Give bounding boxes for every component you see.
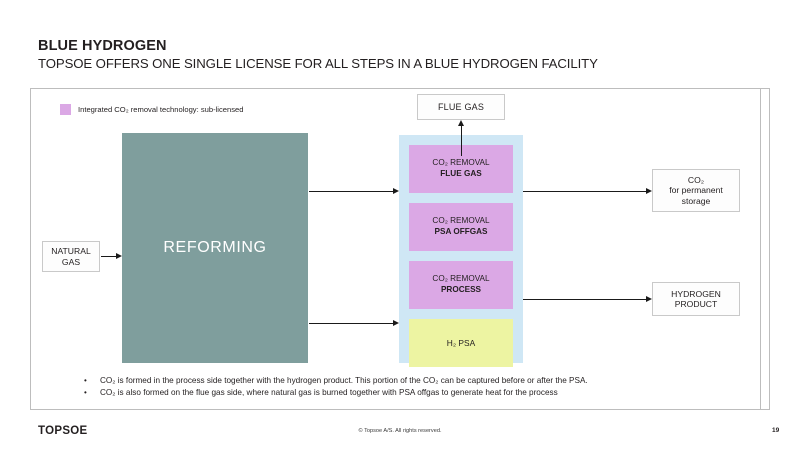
output-box-co2-storage-label: CO₂ for permanent storage: [669, 174, 723, 206]
output-box-hydrogen-product: HYDROGEN PRODUCT: [652, 282, 740, 316]
arrowhead-container-to-co2-storage: [646, 188, 652, 194]
arrowhead-reforming-to-h2-psa: [393, 320, 399, 326]
bullet-item: • CO₂ is also formed on the flue gas sid…: [84, 387, 744, 399]
bullet-text: CO₂ is also formed on the flue gas side,…: [100, 387, 558, 397]
output-box-hydrogen-product-label: HYDROGEN PRODUCT: [671, 288, 721, 309]
content-frame: [30, 88, 770, 410]
process-box-h2-psa: H₂ PSA: [409, 319, 513, 367]
input-box-natural-gas: NATURAL GAS: [42, 241, 100, 272]
arrow-reforming-to-h2-psa: [309, 323, 393, 324]
license-container: CO₂ REMOVAL FLUE GAS CO₂ REMOVAL PSA OFF…: [399, 135, 523, 367]
process-box-co2-removal-process: CO₂ REMOVAL PROCESS: [409, 261, 513, 309]
bullet-text: CO₂ is formed in the process side togeth…: [100, 376, 588, 385]
footer-logo: TOPSOE: [38, 425, 88, 437]
co2-removal-flue-gas-line2: FLUE GAS: [440, 169, 482, 178]
process-box-reforming-label: REFORMING: [163, 239, 267, 256]
co2-removal-process-line2: PROCESS: [440, 285, 482, 294]
co2-removal-psa-offgas-line2: PSA OFFGAS: [434, 227, 488, 236]
page-subtitle: TOPSOE OFFERS ONE SINGLE LICENSE FOR ALL…: [38, 56, 598, 71]
input-box-natural-gas-label: NATURAL GAS: [51, 246, 91, 267]
arrowhead-natural-gas-to-reforming: [116, 253, 122, 259]
bullet-list: • CO₂ is formed in the process side toge…: [84, 375, 744, 398]
bullet-marker: •: [84, 376, 87, 385]
co2-removal-flue-gas-line1: CO₂ REMOVAL: [432, 158, 490, 168]
legend-swatch-icon: [60, 104, 71, 115]
legend-label: Integrated CO₂ removal technology: sub-l…: [78, 105, 244, 114]
page-title: BLUE HYDROGEN: [38, 38, 167, 54]
arrow-natural-gas-to-reforming: [101, 256, 116, 257]
h2-psa-label: H₂ PSA: [446, 337, 476, 348]
legend: Integrated CO₂ removal technology: sub-l…: [60, 104, 243, 115]
frame-vertical-rule: [760, 88, 761, 410]
co2-removal-process-line1: CO₂ REMOVAL: [432, 274, 490, 284]
arrowhead-reforming-to-flue-gas-removal: [393, 188, 399, 194]
bullet-marker: •: [84, 387, 87, 397]
footer-copyright: © Topsoe A/S. All rights reserved.: [358, 428, 442, 434]
footer-page-number: 19: [772, 427, 780, 434]
arrowhead-container-to-hydrogen-product: [646, 296, 652, 302]
arrow-container-to-co2-storage: [523, 191, 646, 192]
arrow-removal-to-flue-gas-output: [461, 126, 462, 156]
arrow-reforming-to-flue-gas-removal: [309, 191, 393, 192]
output-box-flue-gas-label: FLUE GAS: [437, 101, 485, 112]
bullet-item: • CO₂ is formed in the process side toge…: [84, 375, 744, 387]
co2-removal-psa-offgas-line1: CO₂ REMOVAL: [432, 216, 490, 226]
process-box-co2-removal-psa-offgas: CO₂ REMOVAL PSA OFFGAS: [409, 203, 513, 251]
process-box-reforming: REFORMING: [122, 133, 308, 363]
output-box-flue-gas: FLUE GAS: [417, 94, 505, 120]
arrow-container-to-hydrogen-product: [523, 299, 646, 300]
output-box-co2-storage: CO₂ for permanent storage: [652, 169, 740, 212]
arrowhead-removal-to-flue-gas-output: [458, 120, 464, 126]
